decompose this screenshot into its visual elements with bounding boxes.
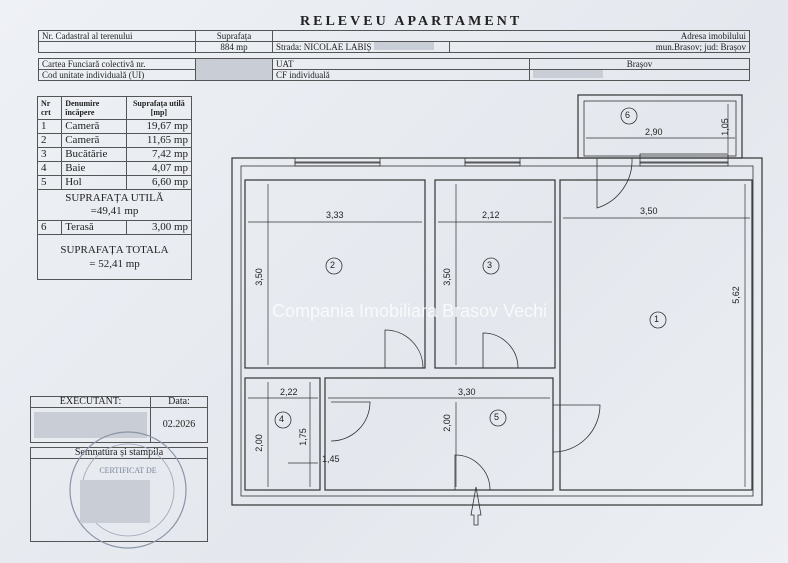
col-area: Suprafața utilă [mp] xyxy=(125,96,193,120)
city: mun.Brasov; jud: Brașov xyxy=(449,41,750,53)
date-value: 02.2026 xyxy=(150,407,208,443)
dim-label: 3,33 xyxy=(326,210,344,220)
street: Strada: NICOLAE LABIȘ xyxy=(276,42,372,52)
dim-label: 2,22 xyxy=(280,387,298,397)
col-nr: Nr crt xyxy=(36,96,63,120)
dim-label: 1,05 xyxy=(719,118,730,136)
dim-label: 3,50 xyxy=(640,206,658,216)
total-area: SUPRAFAȚA TOTALA= 52,41 mp xyxy=(37,234,192,280)
document-title: RELEVEU APARTAMENT xyxy=(300,14,523,29)
dim-label: 2,00 xyxy=(253,434,264,452)
room-number-4: 4 xyxy=(279,414,285,424)
redacted-cf xyxy=(195,58,273,81)
room-number-5: 5 xyxy=(494,412,500,422)
stamp-text: CERTIFICAT DE xyxy=(99,466,157,475)
redacted-cf-ind xyxy=(529,69,750,81)
col-name: Denumire încăpere xyxy=(61,96,127,120)
dim-label: 2,12 xyxy=(482,210,500,220)
walls xyxy=(231,94,763,506)
dimension-lines xyxy=(248,104,750,487)
room-number-2: 2 xyxy=(330,260,336,270)
dim-label: 2,00 xyxy=(441,414,452,432)
dim-label: 3,50 xyxy=(441,268,452,286)
executant-table: EXECUTANT:Data: 02.2026 xyxy=(30,396,208,443)
room-number-3: 3 xyxy=(487,260,493,270)
dim-label: 3,50 xyxy=(253,268,264,286)
dim-label: 5,62 xyxy=(730,286,741,304)
dim-label: 3,30 xyxy=(458,387,476,397)
ui-label: Cod unitate individuală (UI) xyxy=(38,69,196,81)
windows xyxy=(294,153,729,167)
doors xyxy=(330,157,633,526)
room-circles xyxy=(274,107,667,429)
dim-label: 1,75 xyxy=(297,428,308,446)
watermark: Compania Imobiliara Brasov Vechi xyxy=(272,301,548,321)
dim-label: 1,45 xyxy=(322,454,340,464)
room-number-1: 1 xyxy=(654,314,660,324)
room-number-6: 6 xyxy=(625,110,631,120)
useful-area: SUPRAFAȚA UTILĂ=49,41 mp xyxy=(37,189,192,221)
dim-label: 2,90 xyxy=(645,127,663,137)
